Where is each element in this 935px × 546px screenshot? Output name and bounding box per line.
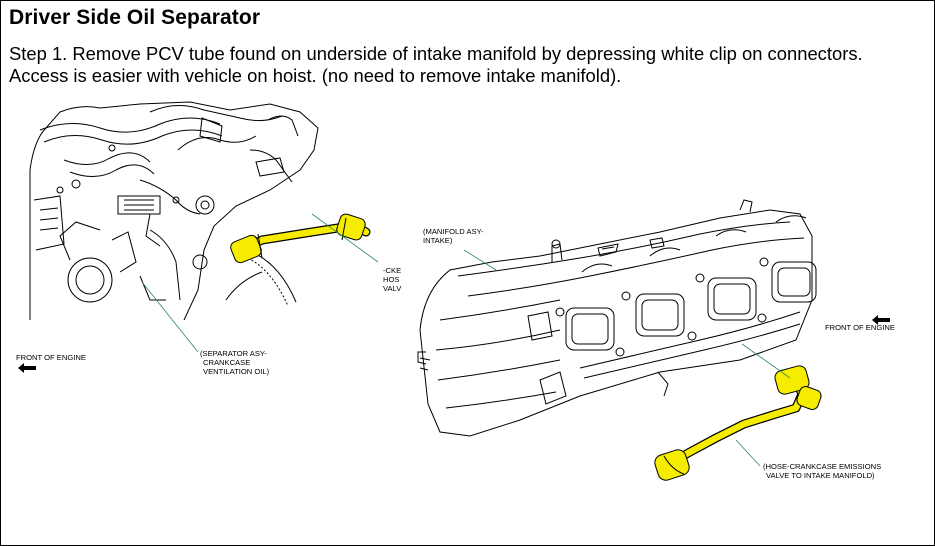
separator-label-line3: VENTILATION OIL) [203, 367, 270, 376]
manifold-label-line1: (MANIFOLD ASY- [423, 227, 484, 236]
leader-line-hose-left [311, 213, 379, 263]
right-intake-manifold-illustration [417, 199, 817, 437]
step-instruction: Step 1. Remove PCV tube found on undersi… [9, 43, 863, 86]
arrow-left-icon [18, 363, 36, 373]
hose-label-left-line2: HOS [383, 275, 399, 284]
left-pcv-hose [230, 213, 371, 264]
leader-line-hose-right-top [741, 343, 791, 379]
manifold-label-line2: INTAKE) [423, 236, 453, 245]
leader-line-manifold [463, 249, 497, 271]
separator-label-line2: CRANKCASE [203, 358, 250, 367]
leader-line-hose-right-bottom [735, 439, 761, 467]
front-of-engine-label-left: FRONT OF ENGINE [16, 353, 86, 362]
page-title: Driver Side Oil Separator [9, 6, 261, 29]
separator-label-line1: (SEPARATOR ASY- [200, 349, 267, 358]
arrow-left-icon [872, 315, 890, 325]
front-of-engine-label-right: FRONT OF ENGINE [825, 323, 895, 332]
hose-label-right-line1: (HOSE-CRANKCASE EMISSIONS [763, 462, 881, 471]
hose-label-right-line2: VALVE TO INTAKE MANIFOLD) [766, 471, 875, 480]
hose-label-left-line1: -CKE [383, 266, 401, 275]
left-engine-illustration [29, 101, 319, 321]
hose-label-left-line3: VALV [383, 284, 402, 293]
leader-line-separator [141, 281, 199, 353]
